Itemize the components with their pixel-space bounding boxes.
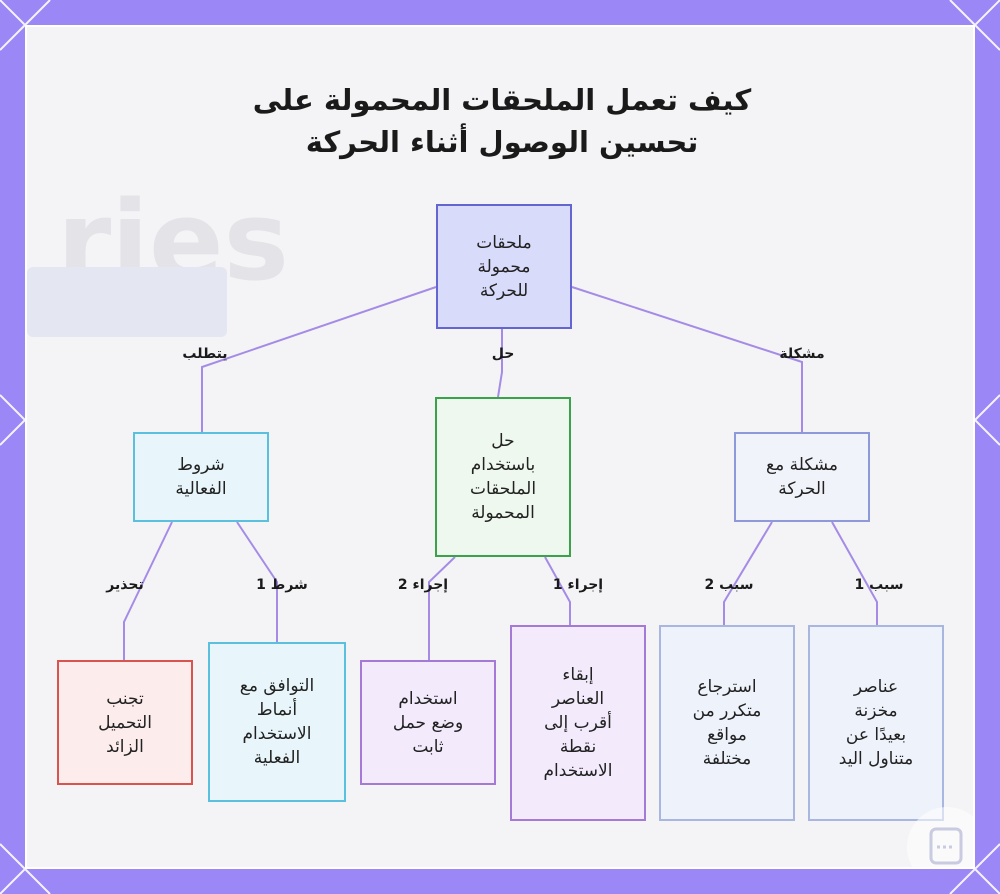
edge-label-problem: مشكلة bbox=[779, 346, 824, 362]
node-text-line: شروط bbox=[175, 453, 226, 477]
node-text-line: متكرر من bbox=[693, 699, 762, 723]
node-text-line: العناصر bbox=[544, 687, 613, 711]
node-text-line: الفعلية bbox=[240, 746, 314, 770]
node-text-line: مختلفة bbox=[693, 747, 762, 771]
node-text-line: وضع حمل bbox=[393, 711, 463, 735]
node-text-line: مواقع bbox=[693, 723, 762, 747]
node-text-line: المحمولة bbox=[470, 501, 536, 525]
node-text-line: الاستخدام bbox=[240, 722, 314, 746]
node-text-line: للحركة bbox=[476, 279, 532, 303]
node-text-line: مخزنة bbox=[839, 699, 913, 723]
node-text-line: استرجاع bbox=[693, 675, 762, 699]
node-text-line: تجنب bbox=[98, 687, 152, 711]
node-text-line: التوافق مع bbox=[240, 674, 314, 698]
node-text-line: أنماط bbox=[240, 698, 314, 722]
node-text-line: ثابت bbox=[393, 735, 463, 759]
edge-label-cause-2: سبب 2 bbox=[705, 577, 754, 593]
edge-root-solution bbox=[498, 329, 502, 397]
edge-problem-stored bbox=[832, 522, 877, 625]
node-text-line: محمولة bbox=[476, 255, 532, 279]
node-text-line: حل bbox=[470, 429, 536, 453]
edge-label-requires: يتطلب bbox=[182, 346, 227, 362]
edge-label-cause-1: سبب 1 bbox=[855, 577, 904, 593]
diagram-panel: ries كيف تعمل الملحقات المحمولة على تحسي… bbox=[25, 25, 975, 869]
calendar-icon[interactable] bbox=[907, 807, 975, 869]
edge-root-requirements bbox=[202, 287, 436, 432]
edge-label-warning: تحذير bbox=[106, 577, 143, 593]
edge-root-problem bbox=[572, 287, 802, 432]
node-text-line: إبقاء bbox=[544, 663, 613, 687]
node-text-line: مشكلة مع bbox=[766, 453, 838, 477]
node-text-line: باستخدام bbox=[470, 453, 536, 477]
node-text-line: استخدام bbox=[393, 687, 463, 711]
node-text-line: بعيدًا عن bbox=[839, 723, 913, 747]
edge-label-action-1: إجراء 1 bbox=[553, 577, 603, 593]
node-text-line: الحركة bbox=[766, 477, 838, 501]
node-text-line: متناول اليد bbox=[839, 747, 913, 771]
node-text-line: التحميل bbox=[98, 711, 152, 735]
node-text-line: أقرب إلى bbox=[544, 711, 613, 735]
edge-label-condition-1: شرط 1 bbox=[256, 577, 308, 593]
node-text-line: الملحقات bbox=[470, 477, 536, 501]
node-text-line: الفعالية bbox=[175, 477, 226, 501]
edge-solution-fixed bbox=[429, 557, 455, 660]
edge-problem-retrieve bbox=[724, 522, 772, 625]
node-text-line: نقطة bbox=[544, 735, 613, 759]
node-text-line: الزائد bbox=[98, 735, 152, 759]
node-text-line: ملحقات bbox=[476, 231, 532, 255]
node-text-line: عناصر bbox=[839, 675, 913, 699]
node-text-line: الاستخدام bbox=[544, 759, 613, 783]
edge-label-solution: حل bbox=[492, 346, 515, 362]
edge-label-action-2: إجراء 2 bbox=[398, 577, 448, 593]
